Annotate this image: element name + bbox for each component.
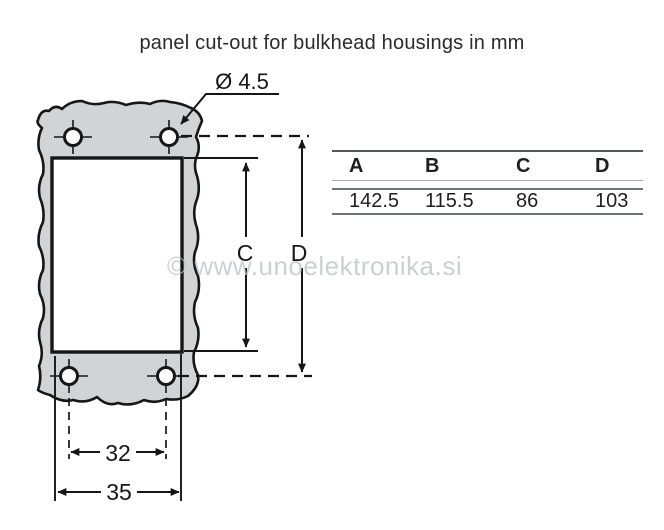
table-rule-top [332, 150, 643, 152]
leader-line [180, 93, 279, 125]
table-value-b: 115.5 [425, 190, 474, 212]
table-value-d: 103 [595, 190, 629, 212]
dim-35-label: 35 [106, 479, 132, 505]
table-value-row: 142.5 115.5 86 103 [332, 190, 643, 213]
table-value-a: 142.5 [349, 190, 400, 212]
table-rule-mid [332, 188, 643, 190]
cutout-rect [50, 156, 184, 354]
table-rule-thin [332, 180, 643, 181]
hole-bottom-left [50, 359, 88, 393]
page-title: panel cut-out for bulkhead housings in m… [139, 32, 525, 54]
table-rule-bottom [332, 213, 643, 215]
dim-d-label: D [291, 240, 308, 266]
table-header-a: A [349, 155, 364, 177]
table-spacer [332, 181, 643, 188]
table-value-c: 86 [516, 190, 539, 212]
dashed-centerlines [68, 134, 312, 459]
table-header-row: A B C D [332, 152, 643, 180]
table-header-c: C [516, 155, 531, 177]
dimension-table: A B C D 142.5 115.5 86 103 [332, 150, 643, 215]
extension-lines [54, 157, 258, 501]
dim-32-label: 32 [105, 440, 131, 466]
hole-top-left [54, 120, 92, 154]
hole-diameter-label: Ø 4.5 [215, 69, 269, 94]
table-header-b: B [425, 155, 440, 177]
dim-c-label: C [237, 240, 254, 266]
table-header-d: D [595, 155, 610, 177]
